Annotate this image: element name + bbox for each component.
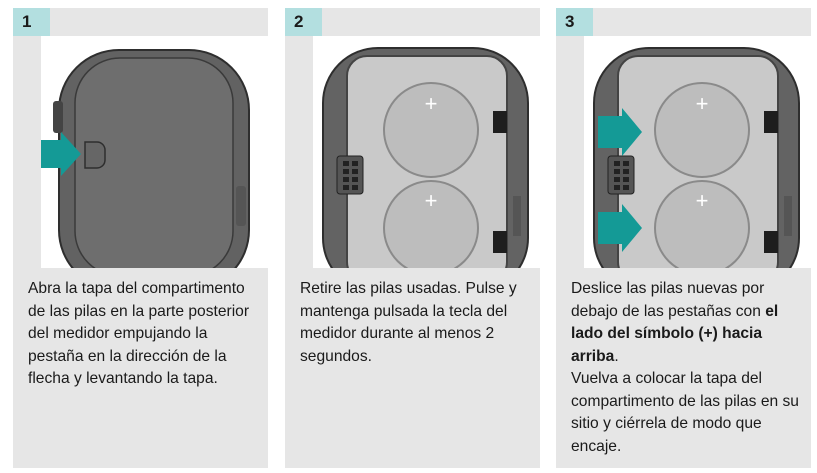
step-3-panel: 3 + + Deslice las pilas nuevas por debaj…	[556, 8, 811, 468]
insert-arrow-top-icon	[598, 108, 642, 156]
step-1-number: 1	[13, 8, 50, 36]
battery-top	[654, 82, 750, 178]
step-2-number: 2	[285, 8, 322, 36]
insert-arrow-bottom-icon	[598, 204, 642, 252]
push-arrow-icon	[41, 132, 81, 176]
battery-top	[383, 82, 479, 178]
step-1-illustration	[41, 36, 268, 268]
step-2-text: Retire las pilas usadas. Pulse y manteng…	[300, 280, 517, 365]
plus-symbol-top: +	[425, 91, 438, 116]
battery-bottom	[654, 180, 750, 268]
step-3-number: 3	[556, 8, 593, 36]
step-2-panel: 2 + + Retire las pilas usadas. Pulse y m…	[285, 8, 540, 468]
step-3-text-after: .	[614, 347, 619, 365]
step-1-text: Abra la tapa del compartimento de las pi…	[28, 280, 250, 387]
step-3-text-before: Deslice las pilas nuevas por debajo de l…	[571, 280, 766, 320]
step-3-text-bold: el lado del símbolo (+) hacia arriba	[571, 302, 779, 365]
step-1-panel: 1 Abra la tapa del compartimento de las …	[13, 8, 268, 468]
step-3-text: Deslice las pilas nuevas por debajo de l…	[571, 278, 803, 458]
plus-symbol-bottom: +	[696, 188, 709, 213]
step-3-text-second: Vuelva a colocar la tapa del compartimen…	[571, 370, 799, 455]
step-3-illustration: + +	[584, 36, 811, 268]
plus-symbol-bottom: +	[425, 188, 438, 213]
plus-symbol-top: +	[696, 91, 709, 116]
step-2-illustration: + +	[313, 36, 540, 268]
battery-bottom	[383, 180, 479, 268]
